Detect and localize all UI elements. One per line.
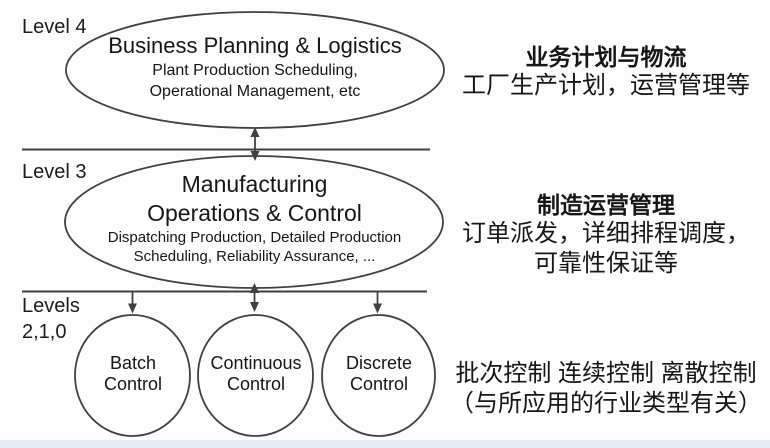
annotation-level3-title: 制造运营管理 — [537, 192, 675, 218]
level3-subtitle-2: Scheduling, Reliability Assurance, ... — [133, 248, 376, 265]
discrete-label-line2: Control — [349, 374, 409, 394]
level4-label: Level 4 — [22, 16, 87, 38]
level4-subtitle-1: Plant Production Scheduling, — [152, 62, 358, 79]
annotation-level4: 业务计划与物流 工厂生产计划，运营管理等 — [444, 43, 768, 101]
double-arrow-level3-circles-icon — [250, 283, 259, 312]
level3-title-2: Operations & Control — [147, 200, 362, 226]
batch-label-line1: Batch — [109, 353, 157, 373]
level4-subtitle-2: Operational Management, etc — [149, 83, 361, 100]
level4-text-block: Business Planning & Logistics Plant Prod… — [65, 32, 445, 102]
annotation-level4-title: 业务计划与物流 — [525, 44, 687, 70]
level4-title: Business Planning & Logistics — [108, 33, 402, 58]
discrete-label-line1: Discrete — [345, 353, 412, 373]
continuous-control-label: Continuous Control — [196, 353, 316, 395]
level3-text-block: Manufacturing Operations & Control Dispa… — [64, 170, 445, 266]
level3-title-1: Manufacturing — [181, 171, 328, 197]
discrete-control-circle — [321, 314, 436, 437]
annotation-level3-body-2: 可靠性保证等 — [534, 250, 678, 277]
batch-label-line2: Control — [103, 374, 163, 394]
annotation-levels210-line-1: 批次控制 连续控制 离散控制 — [455, 360, 757, 387]
footer-accent-bar — [0, 440, 770, 448]
levels210-label-line2: 2,1,0 — [22, 321, 67, 343]
annotation-levels210-line-2: （与所应用的行业类型有关） — [450, 390, 762, 417]
levels210-label-line1: Levels — [22, 295, 80, 317]
batch-control-circle — [74, 314, 191, 437]
level3-label: Level 3 — [22, 161, 87, 183]
annotation-level4-body: 工厂生产计划，运营管理等 — [462, 72, 750, 99]
annotation-level3: 制造运营管理 订单派发，详细排程调度， 可靠性保证等 — [444, 191, 768, 279]
levels210-label: Levels 2,1,0 — [22, 293, 80, 345]
annotation-levels210: 批次控制 连续控制 离散控制 （与所应用的行业类型有关） — [444, 359, 768, 419]
continuous-control-circle — [197, 314, 314, 437]
discrete-control-label: Discrete Control — [319, 353, 439, 395]
continuous-label-line2: Control — [226, 374, 286, 394]
double-arrow-level4-level3-icon — [250, 127, 260, 161]
annotation-level3-body-1: 订单派发，详细排程调度， — [462, 220, 750, 247]
continuous-label-line1: Continuous — [210, 353, 302, 373]
level3-subtitle-1: Dispatching Production, Detailed Product… — [107, 229, 402, 246]
batch-control-label: Batch Control — [73, 353, 193, 395]
down-arrow-discrete-icon — [373, 292, 382, 314]
down-arrow-batch-icon — [128, 292, 137, 314]
